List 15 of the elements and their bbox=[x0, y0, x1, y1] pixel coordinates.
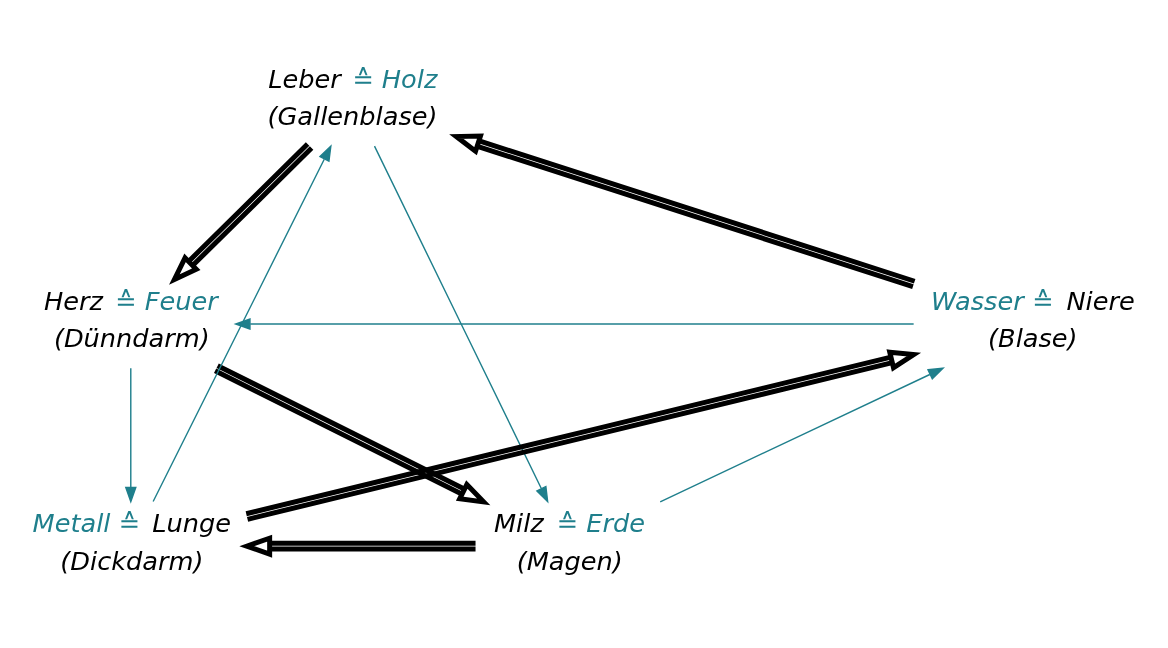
node-label: ≙ Erde bbox=[556, 508, 645, 539]
arrow bbox=[449, 133, 916, 290]
arrow bbox=[233, 318, 915, 330]
arrow bbox=[152, 144, 332, 503]
arrow bbox=[214, 363, 491, 506]
node-label: Metall ≙ bbox=[32, 508, 141, 539]
arrow bbox=[169, 142, 314, 285]
arrow bbox=[245, 349, 922, 522]
node-label: Wasser ≙ bbox=[931, 286, 1054, 317]
node-label: ≙ Holz bbox=[352, 64, 438, 95]
node-label: ≙ Feuer bbox=[115, 286, 218, 317]
arrow bbox=[239, 534, 476, 558]
arrow bbox=[373, 145, 549, 504]
arrow bbox=[659, 367, 945, 503]
arrow bbox=[124, 367, 137, 504]
